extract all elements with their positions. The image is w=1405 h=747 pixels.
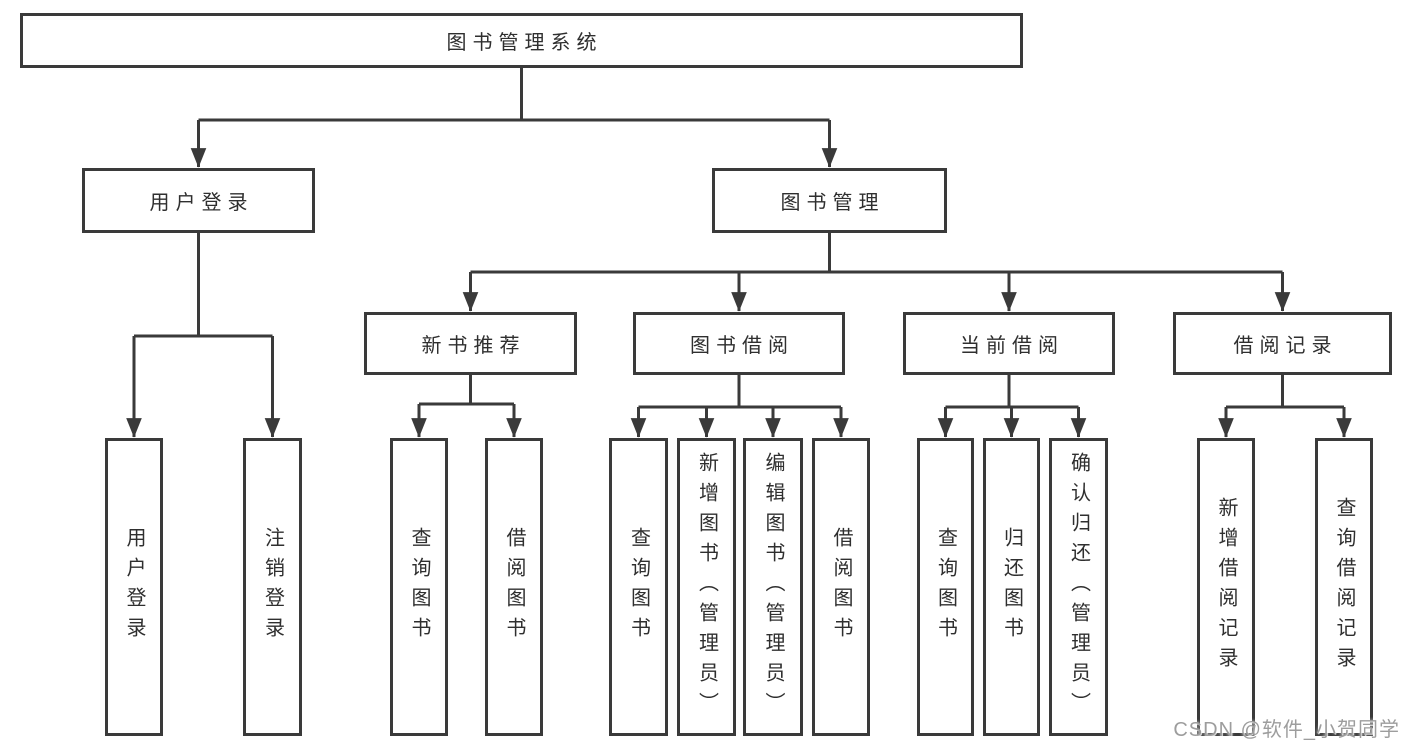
node-label-leaf-user-login: 用户登录 xyxy=(123,527,145,647)
node-label-borrow-record: 借阅记录 xyxy=(1233,335,1338,357)
node-label-book-borrow: 图书借阅 xyxy=(690,335,794,357)
node-label-leaf-query-book-2: 查询图书 xyxy=(627,527,650,647)
node-book-mgmt: 图书管理 xyxy=(712,168,947,233)
node-label-leaf-add-record: 新增借阅记录 xyxy=(1215,497,1237,677)
node-label-leaf-query-book-1: 查询图书 xyxy=(408,527,430,647)
node-leaf-edit-book: 编辑图书（管理员） xyxy=(743,438,803,736)
node-label-current-borrow: 当前借阅 xyxy=(960,335,1064,357)
node-leaf-logout: 注销登录 xyxy=(243,438,302,736)
node-label-leaf-borrow-book-2: 借阅图书 xyxy=(830,527,852,647)
node-label-leaf-return-book: 归还图书 xyxy=(1000,527,1023,647)
node-leaf-query-record: 查询借阅记录 xyxy=(1315,438,1373,736)
node-label-user-login: 用户登录 xyxy=(149,192,254,214)
node-label-leaf-edit-book: 编辑图书（管理员） xyxy=(762,452,784,722)
node-label-root: 图书管理系统 xyxy=(446,32,603,54)
node-leaf-borrow-book-2: 借阅图书 xyxy=(812,438,870,736)
node-label-leaf-query-record: 查询借阅记录 xyxy=(1333,497,1355,677)
node-leaf-user-login: 用户登录 xyxy=(105,438,163,736)
node-label-leaf-query-book-3: 查询图书 xyxy=(934,527,957,647)
node-label-leaf-borrow-book-1: 借阅图书 xyxy=(503,527,525,647)
node-label-book-mgmt: 图书管理 xyxy=(780,192,885,214)
node-leaf-query-book-3: 查询图书 xyxy=(917,438,974,736)
node-leaf-confirm-return: 确认归还（管理员） xyxy=(1049,438,1108,736)
node-book-borrow: 图书借阅 xyxy=(633,312,845,375)
watermark: CSDN @软件_小贺同学 xyxy=(1173,719,1400,741)
node-leaf-return-book: 归还图书 xyxy=(983,438,1040,736)
node-user-login: 用户登录 xyxy=(82,168,315,233)
node-borrow-record: 借阅记录 xyxy=(1173,312,1392,375)
node-label-new-book-rec: 新书推荐 xyxy=(421,335,526,357)
node-label-leaf-logout: 注销登录 xyxy=(261,527,284,647)
node-leaf-query-book-2: 查询图书 xyxy=(609,438,668,736)
node-label-leaf-add-book: 新增图书（管理员） xyxy=(695,452,718,722)
node-new-book-rec: 新书推荐 xyxy=(364,312,577,375)
node-leaf-add-record: 新增借阅记录 xyxy=(1197,438,1255,736)
node-current-borrow: 当前借阅 xyxy=(903,312,1115,375)
node-label-leaf-confirm-return: 确认归还（管理员） xyxy=(1067,452,1090,722)
node-root: 图书管理系统 xyxy=(20,13,1023,68)
node-leaf-query-book-1: 查询图书 xyxy=(390,438,448,736)
node-leaf-add-book: 新增图书（管理员） xyxy=(677,438,736,736)
node-leaf-borrow-book-1: 借阅图书 xyxy=(485,438,543,736)
